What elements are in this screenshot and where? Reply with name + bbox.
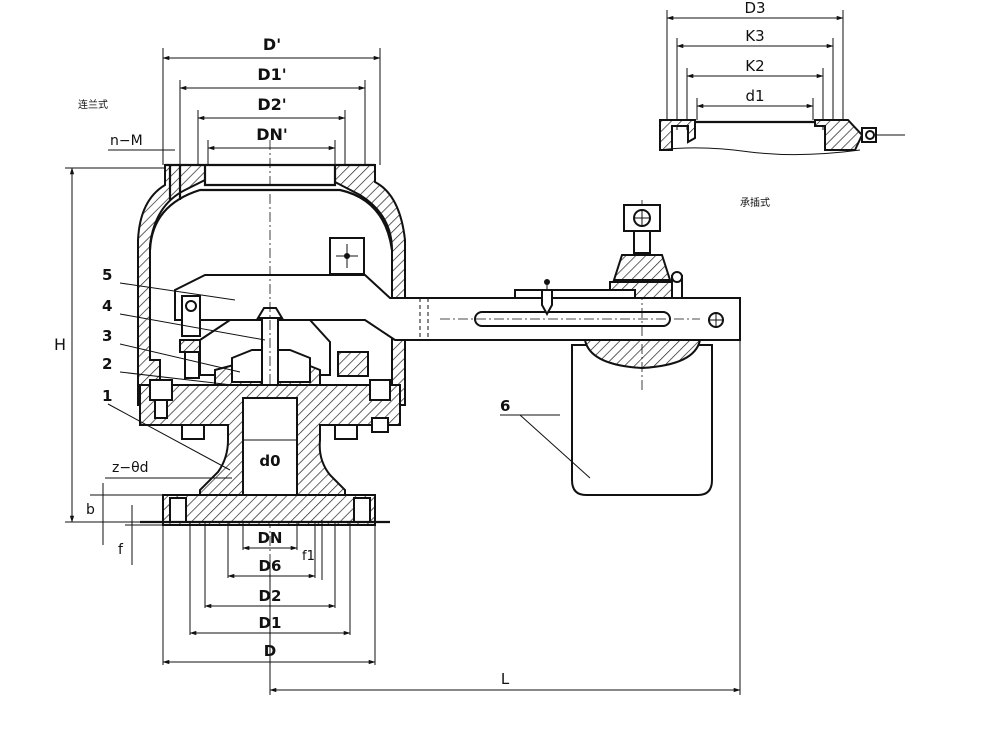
note-socket-type: 承插式	[740, 196, 770, 209]
left-linkage	[179, 295, 205, 379]
label-D2-prime: D2'	[257, 95, 286, 114]
part-numbers: 5 4 3 2 1 6	[102, 266, 510, 415]
label-DN-prime: DN'	[256, 125, 288, 144]
type-notes: 连兰式 承插式	[78, 98, 770, 209]
part-number-4: 4	[102, 297, 112, 315]
weight-holder	[514, 204, 683, 317]
label-D-prime: D'	[263, 35, 281, 54]
lower-body	[139, 379, 401, 526]
counterweight	[571, 200, 713, 496]
label-z-d: z−θd	[112, 460, 149, 476]
part-number-3: 3	[102, 327, 112, 345]
label-n-M: n−M	[110, 133, 143, 149]
part-number-6: 6	[500, 397, 510, 415]
label-D1-prime: D1'	[257, 65, 286, 84]
label-D3: D3	[744, 0, 765, 17]
label-b: b	[86, 502, 95, 518]
label-H: H	[54, 335, 66, 354]
label-d1: d1	[745, 87, 764, 105]
part-number-5: 5	[102, 266, 112, 284]
label-f: f	[118, 542, 124, 558]
label-DN: DN	[257, 529, 282, 547]
dimension-lines	[65, 48, 741, 695]
note-flange-type: 连兰式	[78, 98, 108, 111]
label-f1: f1	[302, 549, 315, 564]
part-number-2: 2	[102, 355, 112, 373]
label-d0: d0	[259, 452, 280, 470]
label-K2: K2	[745, 57, 764, 75]
label-D: D	[264, 642, 276, 660]
dimension-labels: D' D1' D2' DN' n−M H z−θd b f f1 d0 DN D…	[54, 0, 766, 688]
part-number-1: 1	[102, 387, 112, 405]
socket-detail	[659, 10, 905, 156]
label-D6: D6	[259, 557, 282, 575]
label-D2: D2	[259, 587, 282, 605]
label-L: L	[501, 670, 510, 688]
label-K3: K3	[745, 27, 764, 45]
label-D1: D1	[259, 614, 282, 632]
